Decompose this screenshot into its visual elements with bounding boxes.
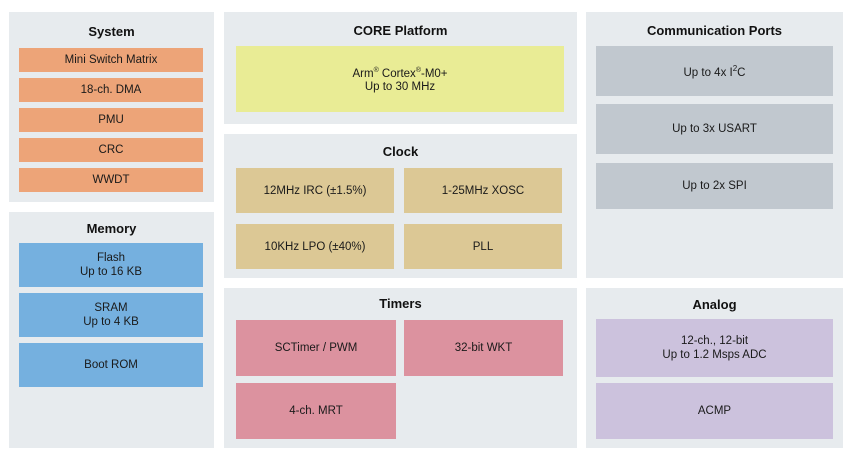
communication-ports-title: Communication Ports <box>646 23 783 38</box>
analog-title: Analog <box>692 297 737 312</box>
comm-block-i2c: Up to 4x I2C <box>596 46 833 96</box>
system-block-wwdt: WWDT <box>19 168 203 192</box>
core-platform-panel: CORE Platform Arm® Cortex®-M0+ Up to 30 … <box>224 12 577 124</box>
timers-block-mrt: 4-ch. MRT <box>236 383 396 439</box>
clock-block-xosc: 1-25MHz XOSC <box>404 168 562 213</box>
system-block-pmu: PMU <box>19 108 203 132</box>
clock-title: Clock <box>382 144 419 159</box>
analog-block-acmp: ACMP <box>596 383 833 439</box>
cpu-name: Arm® Cortex®-M0+ <box>352 66 448 80</box>
timers-block-sctimer-pwm: SCTimer / PWM <box>236 320 396 376</box>
timers-panel: Timers SCTimer / PWM 32-bit WKT 4-ch. MR… <box>224 288 577 448</box>
system-block-mini-switch-matrix: Mini Switch Matrix <box>19 48 203 72</box>
clock-panel: Clock 12MHz IRC (±1.5%) 1-25MHz XOSC 10K… <box>224 134 577 278</box>
cpu-speed: Up to 30 MHz <box>364 81 436 94</box>
memory-title: Memory <box>86 221 137 236</box>
comm-block-spi: Up to 2x SPI <box>596 163 833 209</box>
core-platform-title: CORE Platform <box>353 23 448 38</box>
comm-block-usart: Up to 3x USART <box>596 104 833 154</box>
system-panel: System Mini Switch Matrix 18-ch. DMA PMU… <box>9 12 214 202</box>
system-block-dma: 18-ch. DMA <box>19 78 203 102</box>
timers-block-wkt: 32-bit WKT <box>404 320 563 376</box>
system-block-crc: CRC <box>19 138 203 162</box>
system-title: System <box>88 24 135 39</box>
clock-block-pll: PLL <box>404 224 562 269</box>
timers-title: Timers <box>379 296 422 311</box>
clock-block-irc: 12MHz IRC (±1.5%) <box>236 168 394 213</box>
communication-ports-panel: Communication Ports Up to 4x I2C Up to 3… <box>586 12 843 278</box>
core-block-cpu: Arm® Cortex®-M0+ Up to 30 MHz <box>236 46 564 112</box>
memory-block-boot-rom: Boot ROM <box>19 343 203 387</box>
clock-block-lpo: 10KHz LPO (±40%) <box>236 224 394 269</box>
